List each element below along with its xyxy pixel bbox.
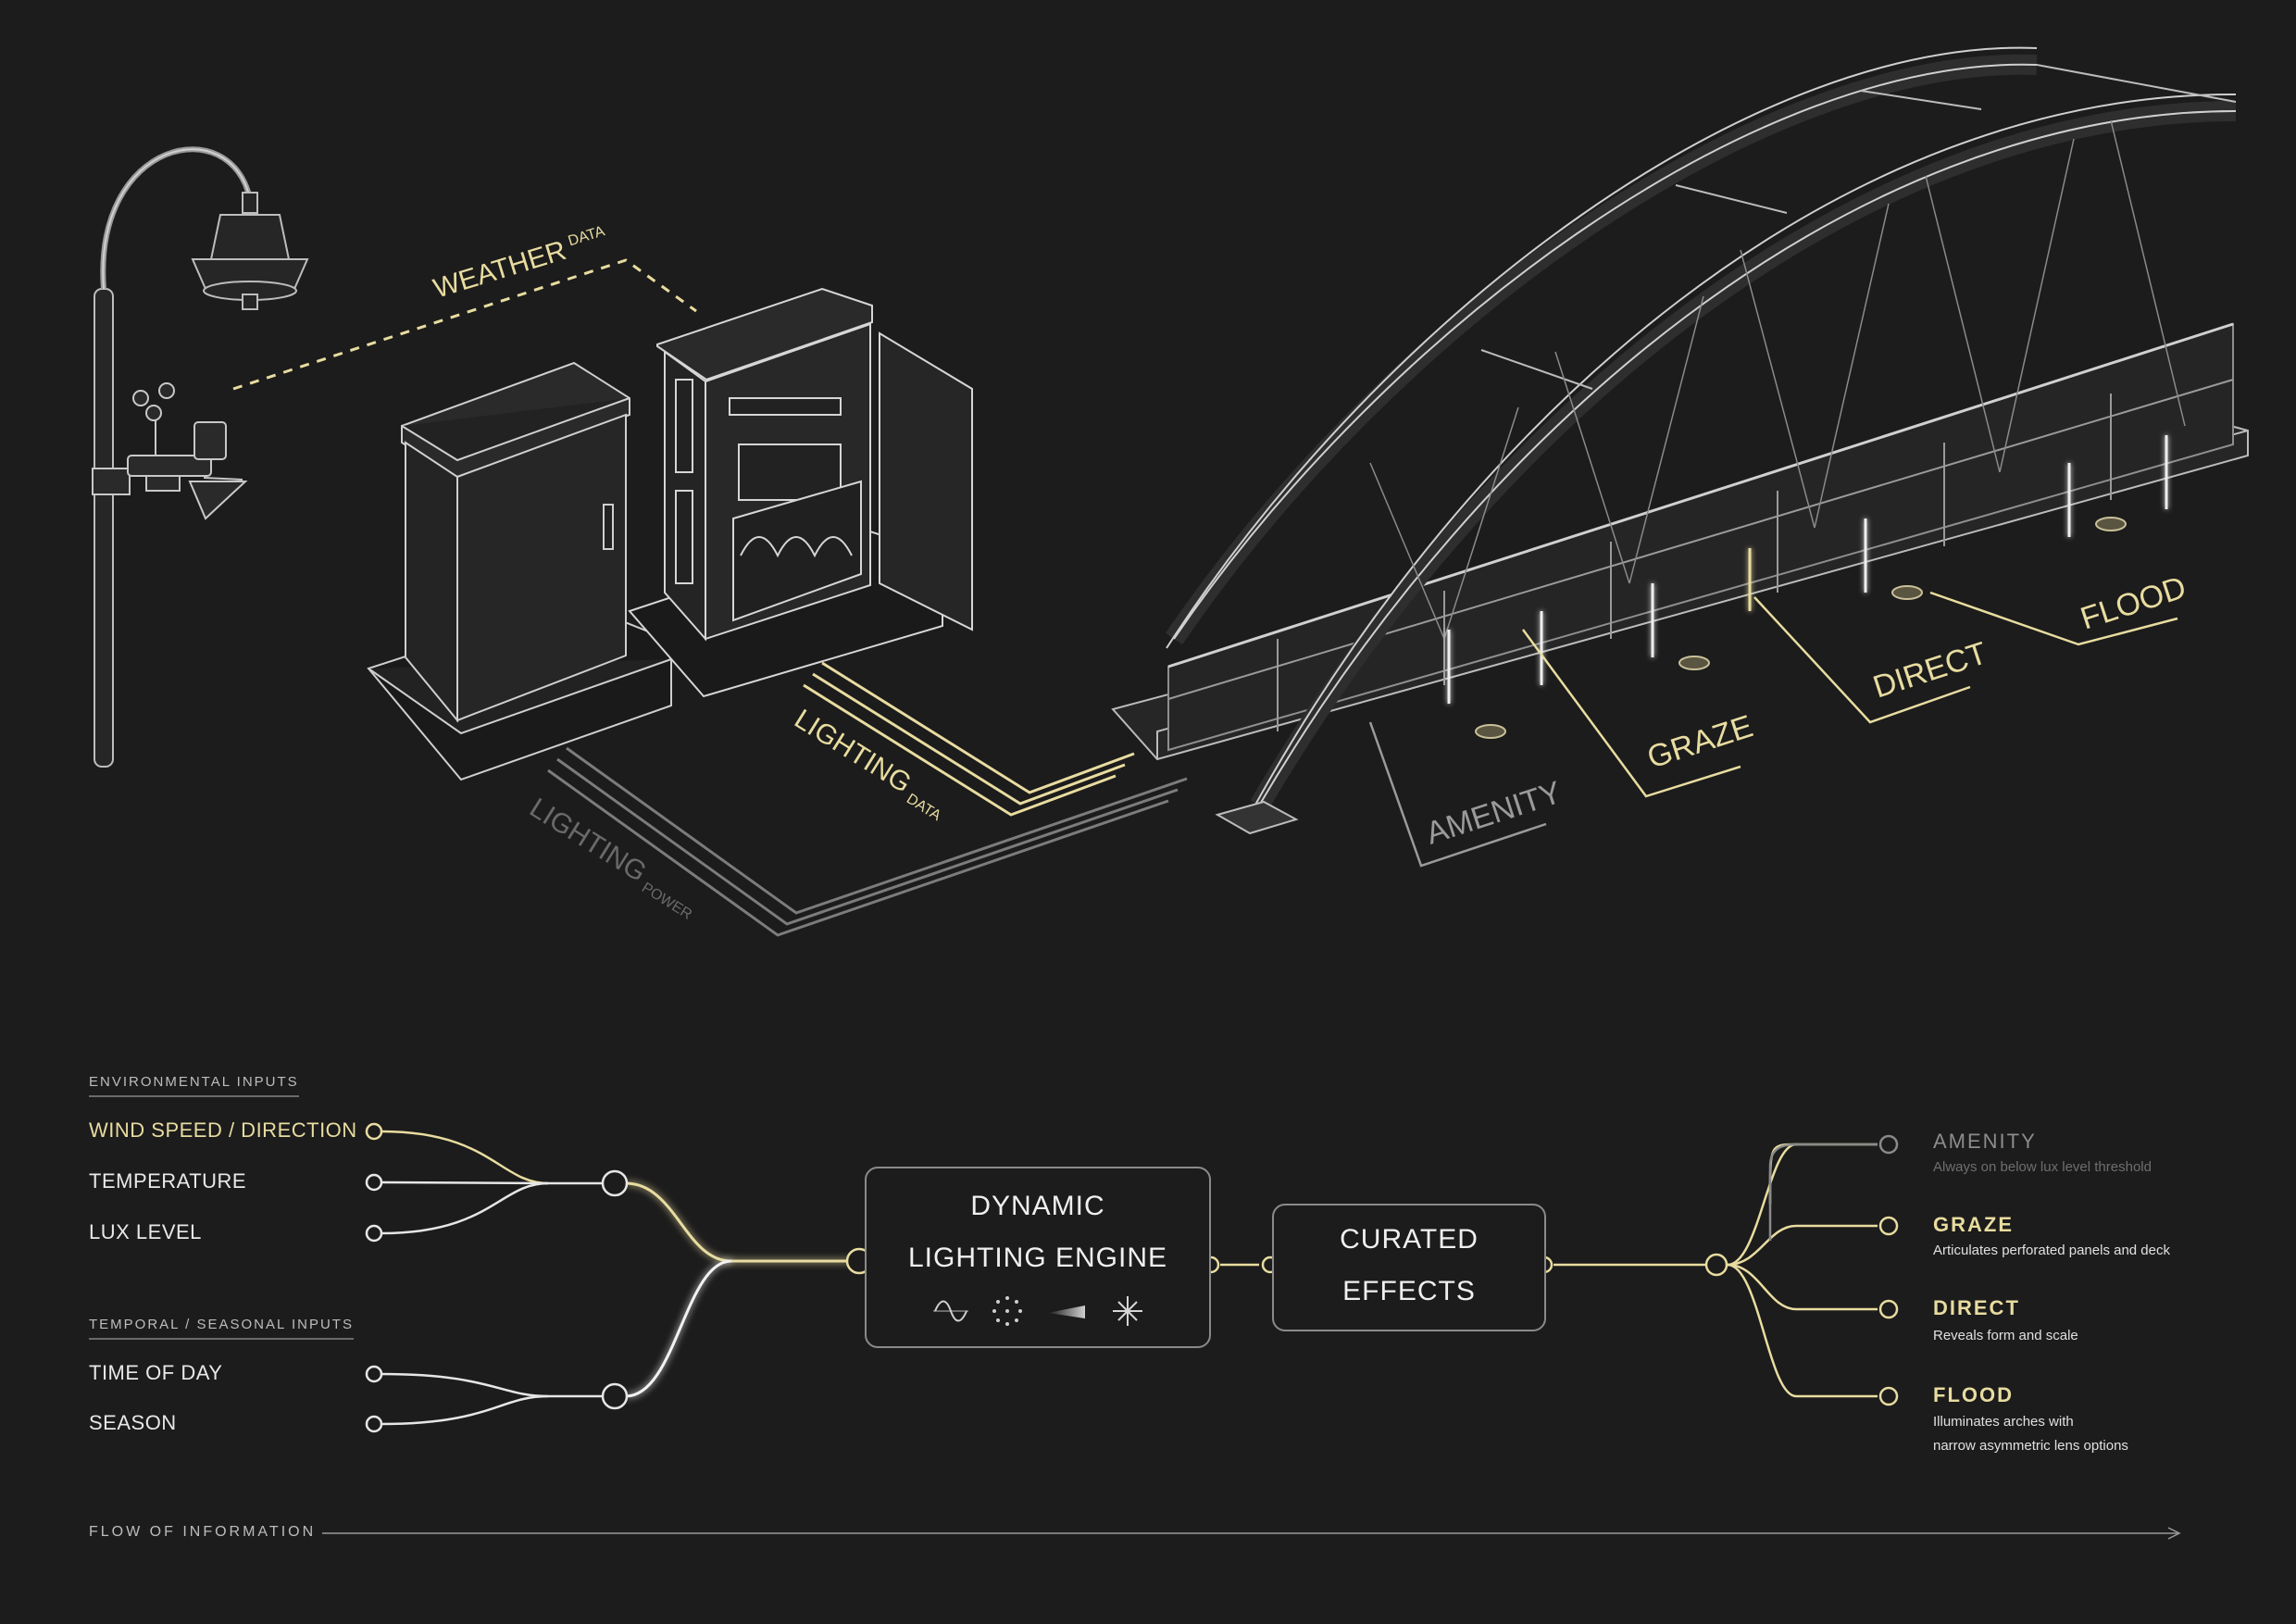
output-direct-title: DIRECT [1933,1296,2020,1319]
output-flood-desc-line2: narrow asymmetric lens options [1933,1438,2128,1454]
callout-graze: GRAZE [1643,708,1757,775]
lamp-post-icon [94,146,309,768]
dynamic-lighting-engine-box: DYNAMIC LIGHTING ENGINE [865,1167,1211,1348]
input-season: SEASON [89,1411,177,1434]
sine-wave-icon [933,1300,968,1322]
weather-data-label: WEATHERDATA [430,222,611,304]
input-temperature: TEMPERATURE [89,1169,247,1193]
lighting-power-link [547,746,1188,937]
dotted-circle-icon [992,1296,1022,1326]
curated-effects-box: CURATED EFFECTS [1272,1204,1546,1331]
output-graze-title: GRAZE [1933,1213,2014,1236]
input-wind-speed: WIND SPEED / DIRECTION [89,1118,357,1142]
bridge-illustration [1111,46,2249,835]
power-cabinet-icon [367,361,672,781]
temporal-inputs-heading: TEMPORAL / SEASONAL INPUTS [89,1317,354,1340]
effects-title-line2: EFFECTS [1342,1276,1476,1306]
output-amenity-title: AMENITY [1933,1130,2037,1153]
bridge-light-fixtures [1447,435,2168,704]
lighting-power-label: LIGHTINGPOWER [523,793,705,923]
gradient-beam-icon [1048,1305,1085,1318]
output-flood-title: FLOOD [1933,1383,2014,1406]
weather-station-icon [92,382,248,520]
output-direct-desc: Reveals form and scale [1933,1328,2078,1343]
input-time-of-day: TIME OF DAY [89,1361,223,1384]
engine-title-line2: LIGHTING ENGINE [907,1243,1168,1273]
input-lux-level: LUX LEVEL [89,1220,202,1243]
uplight-fixtures [1475,517,2127,739]
sparkle-icon [1113,1296,1142,1326]
output-graze-desc: Articulates perforated panels and deck [1933,1243,2170,1258]
weather-data-link [232,258,697,391]
callout-amenity: AMENITY [1422,775,1566,852]
lighting-data-link [803,661,1135,817]
flow-of-information-label: FLOW OF INFORMATION [89,1524,317,1540]
control-cabinet-icon [628,287,973,698]
output-flood-desc-line1: Illuminates arches with [1933,1414,2074,1430]
environmental-inputs-heading: ENVIRONMENTAL INPUTS [89,1074,299,1097]
engine-title-line1: DYNAMIC [970,1191,1105,1221]
effects-title-line1: CURATED [1340,1224,1479,1255]
bridge-callout-lines [1368,591,2178,868]
callout-direct: DIRECT [1869,635,1991,705]
output-amenity-desc: Always on below lux level threshold [1933,1159,2152,1175]
callout-flood: FLOOD [2077,569,2190,636]
